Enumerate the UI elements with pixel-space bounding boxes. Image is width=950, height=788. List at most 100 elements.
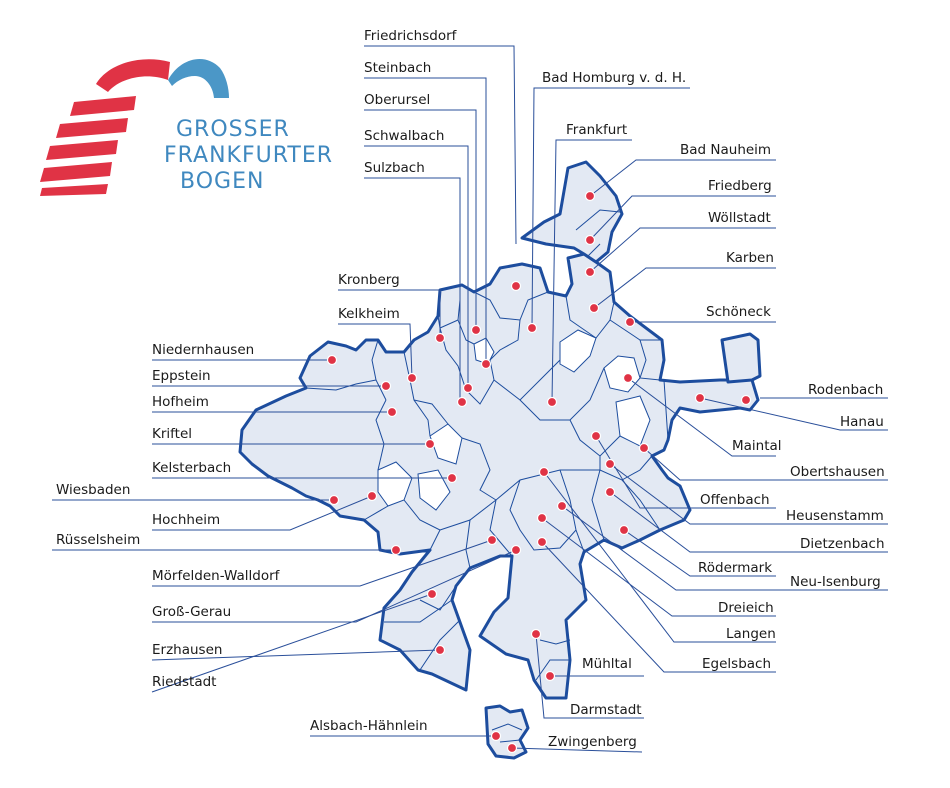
label-rodenbach[interactable]: Rodenbach bbox=[808, 382, 883, 398]
label-dietzenbach[interactable]: Dietzenbach bbox=[800, 536, 885, 552]
label-oberursel[interactable]: Oberursel bbox=[364, 92, 430, 108]
marker-dietzenbach[interactable] bbox=[604, 486, 616, 498]
label-muehltal[interactable]: Mühltal bbox=[582, 656, 632, 672]
label-dreieich[interactable]: Dreieich bbox=[718, 600, 774, 616]
marker-sulzbach[interactable] bbox=[456, 396, 468, 408]
marker-egelsbach[interactable] bbox=[536, 536, 548, 548]
label-egelsbach[interactable]: Egelsbach bbox=[702, 656, 771, 672]
marker-offenbach[interactable] bbox=[590, 430, 602, 442]
label-alsbach-haehnlein[interactable]: Alsbach-Hähnlein bbox=[310, 718, 428, 734]
label-riedstadt[interactable]: Riedstadt bbox=[152, 674, 216, 690]
logo-stripe-icon bbox=[56, 118, 128, 138]
border bbox=[371, 339, 387, 401]
label-eppstein[interactable]: Eppstein bbox=[152, 368, 211, 384]
map-hole bbox=[473, 337, 495, 365]
logo-stripe-icon bbox=[40, 162, 112, 182]
leader-line bbox=[609, 491, 888, 553]
label-schwalbach[interactable]: Schwalbach bbox=[364, 128, 444, 144]
map-hole bbox=[615, 395, 651, 447]
marker-ruesselsheim[interactable] bbox=[390, 544, 402, 556]
label-friedrichsdorf[interactable]: Friedrichsdorf bbox=[364, 28, 458, 44]
marker-friedberg[interactable] bbox=[584, 234, 596, 246]
marker-muehltal[interactable] bbox=[544, 670, 556, 682]
label-darmstadt[interactable]: Darmstadt bbox=[570, 702, 642, 718]
marker-moerfelden-walldorf[interactable] bbox=[486, 534, 498, 546]
marker-rodenbach[interactable] bbox=[740, 394, 752, 406]
label-sulzbach[interactable]: Sulzbach bbox=[364, 160, 425, 176]
marker-gross-gerau[interactable] bbox=[510, 544, 522, 556]
marker-kelkheim[interactable] bbox=[406, 372, 418, 384]
label-ruesselsheim[interactable]: Rüsselsheim bbox=[56, 532, 140, 548]
marker-alsbach-haehnlein[interactable] bbox=[490, 730, 502, 742]
leader-line bbox=[623, 529, 776, 577]
label-roedermark[interactable]: Rödermark bbox=[698, 560, 772, 576]
marker-hofheim[interactable] bbox=[386, 406, 398, 418]
label-bad-homburg[interactable]: Bad Homburg v. d. H. bbox=[542, 70, 686, 86]
marker-wiesbaden[interactable] bbox=[328, 494, 340, 506]
marker-eppstein[interactable] bbox=[380, 380, 392, 392]
label-karben[interactable]: Karben bbox=[726, 250, 774, 266]
marker-kronberg[interactable] bbox=[434, 332, 446, 344]
label-hofheim[interactable]: Hofheim bbox=[152, 394, 209, 410]
marker-roedermark[interactable] bbox=[618, 524, 630, 536]
marker-schoeneck[interactable] bbox=[624, 316, 636, 328]
marker-niedernhausen[interactable] bbox=[326, 354, 338, 366]
label-wiesbaden[interactable]: Wiesbaden bbox=[56, 482, 130, 498]
leader-line bbox=[627, 377, 776, 457]
label-woellstadt[interactable]: Wöllstadt bbox=[708, 210, 771, 226]
marker-heusenstamm[interactable] bbox=[604, 458, 616, 470]
border bbox=[413, 399, 449, 425]
label-frankfurt[interactable]: Frankfurt bbox=[566, 122, 627, 138]
label-schoeneck[interactable]: Schöneck bbox=[706, 304, 771, 320]
leader-line bbox=[561, 505, 888, 591]
border bbox=[559, 469, 585, 553]
label-zwingenberg[interactable]: Zwingenberg bbox=[548, 734, 637, 750]
marker-schwalbach[interactable] bbox=[462, 382, 474, 394]
label-erzhausen[interactable]: Erzhausen bbox=[152, 642, 222, 658]
marker-kriftel[interactable] bbox=[424, 438, 436, 450]
label-moerfelden-walldorf[interactable]: Mörfelden-Walldorf bbox=[152, 568, 281, 584]
label-offenbach[interactable]: Offenbach bbox=[700, 492, 770, 508]
marker-frankfurt[interactable] bbox=[546, 396, 558, 408]
label-hochheim[interactable]: Hochheim bbox=[152, 512, 220, 528]
label-steinbach[interactable]: Steinbach bbox=[364, 60, 431, 76]
logo-line-2: FRANKFURTER bbox=[164, 143, 333, 168]
marker-hochheim[interactable] bbox=[366, 490, 378, 502]
marker-zwingenberg[interactable] bbox=[506, 742, 518, 754]
label-kelkheim[interactable]: Kelkheim bbox=[338, 306, 400, 322]
marker-obertshausen[interactable] bbox=[638, 442, 650, 454]
label-gross-gerau[interactable]: Groß-Gerau bbox=[152, 604, 231, 620]
marker-bad-homburg[interactable] bbox=[526, 322, 538, 334]
leader-line bbox=[152, 549, 517, 623]
marker-riedstadt[interactable] bbox=[426, 588, 438, 600]
label-kronberg[interactable]: Kronberg bbox=[338, 272, 400, 288]
marker-maintal[interactable] bbox=[622, 372, 634, 384]
label-niedernhausen[interactable]: Niedernhausen bbox=[152, 342, 254, 358]
label-langen[interactable]: Langen bbox=[726, 626, 776, 642]
marker-oberursel[interactable] bbox=[470, 324, 482, 336]
marker-darmstadt[interactable] bbox=[530, 628, 542, 640]
label-hanau[interactable]: Hanau bbox=[840, 414, 884, 430]
label-neu-isenburg[interactable]: Neu-Isenburg bbox=[790, 574, 881, 590]
border bbox=[491, 723, 523, 731]
marker-steinbach[interactable] bbox=[480, 358, 492, 370]
label-maintal[interactable]: Maintal bbox=[732, 438, 782, 454]
marker-dreieich[interactable] bbox=[536, 512, 548, 524]
marker-karben[interactable] bbox=[588, 302, 600, 314]
label-bad-nauheim[interactable]: Bad Nauheim bbox=[680, 142, 771, 158]
label-kelsterbach[interactable]: Kelsterbach bbox=[152, 460, 231, 476]
marker-hanau[interactable] bbox=[694, 392, 706, 404]
label-obertshausen[interactable]: Obertshausen bbox=[790, 464, 885, 480]
region-bergstrasse bbox=[484, 704, 530, 760]
marker-woellstadt[interactable] bbox=[584, 266, 596, 278]
marker-bad-nauheim[interactable] bbox=[584, 190, 596, 202]
label-friedberg[interactable]: Friedberg bbox=[708, 178, 772, 194]
marker-langen[interactable] bbox=[538, 466, 550, 478]
marker-friedrichsdorf[interactable] bbox=[510, 280, 522, 292]
border bbox=[621, 479, 661, 531]
label-kriftel[interactable]: Kriftel bbox=[152, 426, 192, 442]
label-heusenstamm[interactable]: Heusenstamm bbox=[786, 508, 884, 524]
marker-erzhausen[interactable] bbox=[434, 644, 446, 656]
marker-kelsterbach[interactable] bbox=[446, 472, 458, 484]
marker-neu-isenburg[interactable] bbox=[556, 500, 568, 512]
